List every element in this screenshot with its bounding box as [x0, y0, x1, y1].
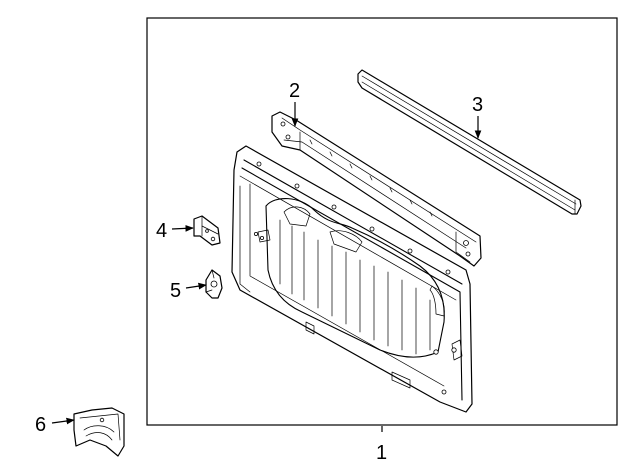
- callout-1: 1: [376, 442, 387, 464]
- callout-4: 4: [156, 220, 167, 242]
- callout-3: 3: [472, 94, 483, 116]
- callout-5: 5: [170, 280, 181, 302]
- part-6-corner-bracket: [73, 407, 125, 457]
- callout-6: 6: [35, 414, 46, 436]
- part-5-clip: [205, 269, 223, 299]
- part-2-inner-rail: [271, 111, 482, 267]
- leader-4: [171, 225, 194, 232]
- leader-6: [51, 417, 75, 425]
- part-1-back-panel: [231, 145, 473, 413]
- part-3-top-rail: [357, 69, 582, 215]
- assembly-frame: [146, 17, 618, 426]
- callout-2: 2: [289, 80, 300, 102]
- leader-5: [185, 282, 207, 290]
- part-4-bracket: [193, 215, 221, 246]
